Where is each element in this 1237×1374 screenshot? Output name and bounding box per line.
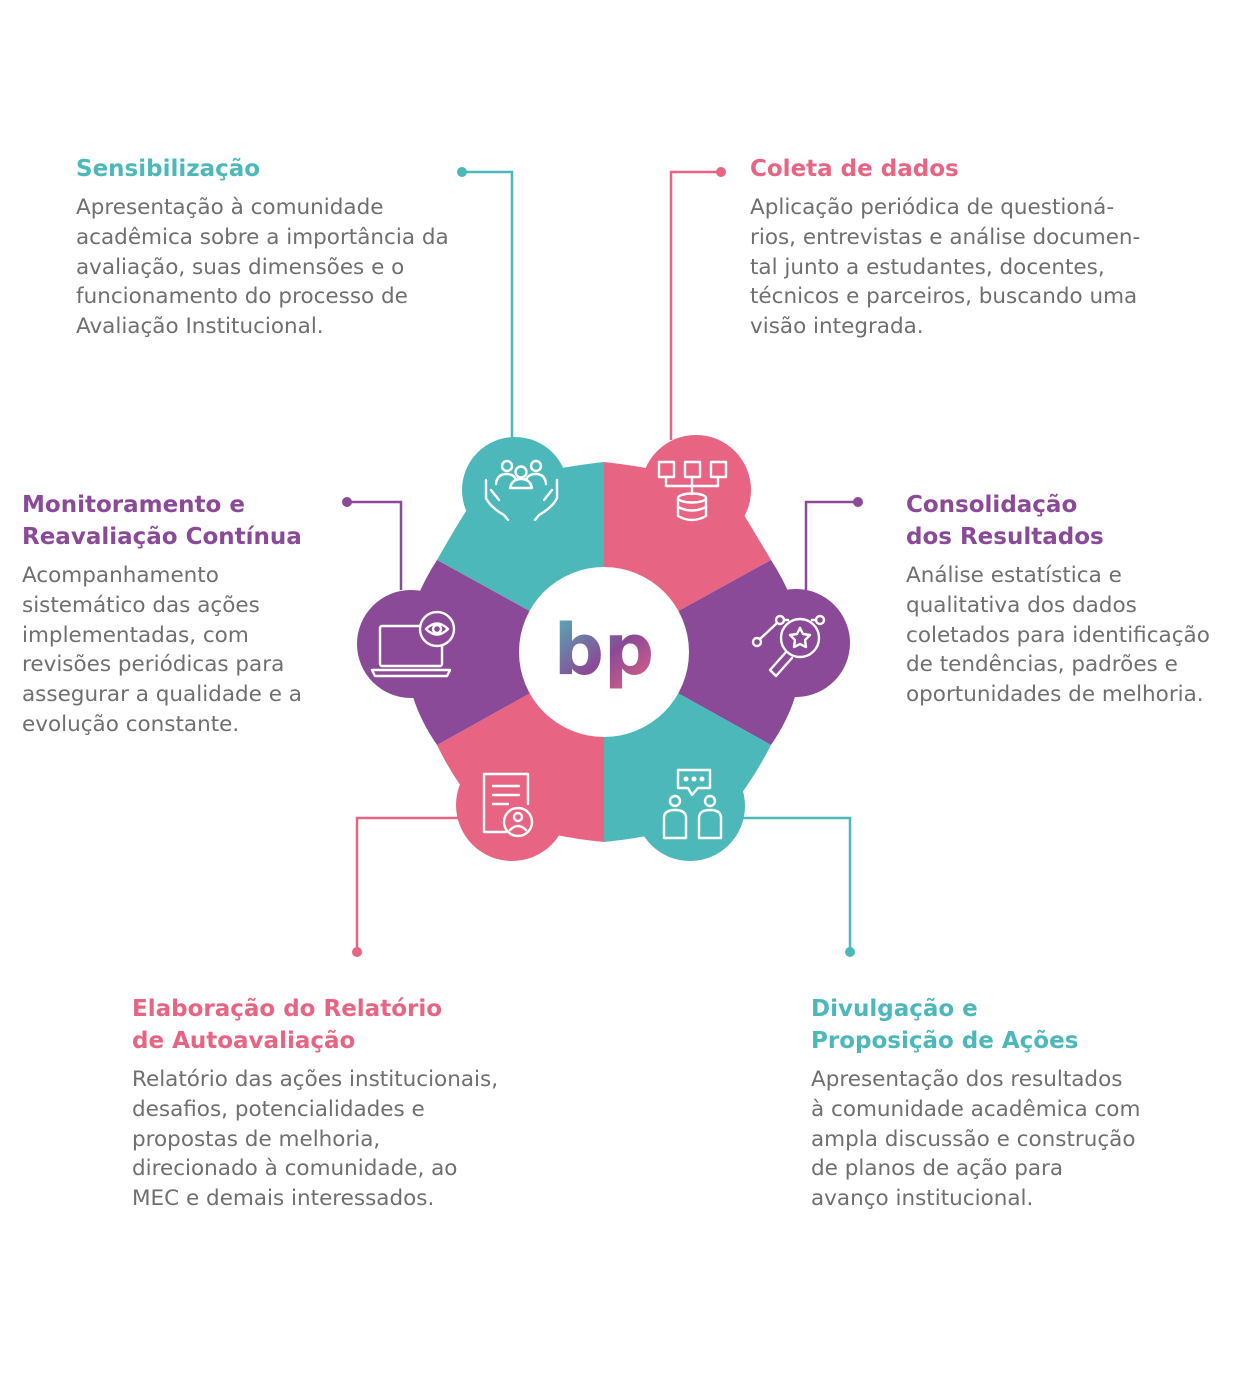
- dot-monitoramento: [342, 497, 352, 507]
- step-divulgacao: Divulgação e Proposição de Ações Apresen…: [811, 993, 1211, 1214]
- connector-dots: [342, 167, 863, 957]
- step-monitoramento: Monitoramento e Reavaliação Contínua Aco…: [22, 489, 342, 740]
- community-hands-icon: [484, 459, 559, 522]
- database-hierarchy-icon: [657, 460, 728, 522]
- step-coleta: Coleta de dados Aplicação periódica de q…: [750, 153, 1190, 342]
- step-title: Divulgação e Proposição de Ações: [811, 996, 1079, 1054]
- report-document-icon: [482, 772, 534, 838]
- step-description: Aplicação periódica de questioná- rios, …: [750, 195, 1141, 340]
- connector-divulgacao: [742, 816, 852, 952]
- petal-divulgacao: [635, 751, 745, 861]
- connector-elaboracao: [355, 816, 460, 952]
- petal-elaboracao: [456, 749, 568, 861]
- center-circle: [519, 567, 689, 737]
- step-title: Consolidação dos Resultados: [906, 492, 1104, 550]
- step-sensibilizacao: Sensibilização Apresentação à comunidade…: [76, 153, 476, 342]
- dot-elaboracao: [352, 947, 362, 957]
- dot-divulgacao: [845, 947, 855, 957]
- petal-monitoramento: [357, 590, 465, 698]
- connector-monitoramento: [347, 500, 403, 590]
- step-description: Apresentação dos resultados à comunidade…: [811, 1067, 1141, 1212]
- step-title: Sensibilização: [76, 156, 261, 182]
- magnifier-analytics-icon: [751, 614, 826, 678]
- connector-consolidacao: [804, 500, 858, 590]
- dot-coleta: [716, 167, 726, 177]
- step-consolidacao: Consolidação dos Resultados Análise esta…: [906, 489, 1226, 710]
- connector-lines: [347, 170, 858, 952]
- step-title: Coleta de dados: [750, 156, 959, 182]
- sector-consolidacao: [604, 560, 802, 745]
- dot-sensibilizacao: [457, 167, 467, 177]
- discussion-people-icon: [662, 768, 723, 840]
- step-elaboracao: Elaboração do Relatório de Autoavaliação…: [132, 993, 552, 1214]
- sector-monitoramento: [406, 560, 604, 745]
- petal-coleta: [641, 435, 751, 545]
- step-description: Apresentação à comunidade acadêmica sobr…: [76, 195, 449, 340]
- step-title: Monitoramento e Reavaliação Contínua: [22, 492, 302, 550]
- bp-logo-icon: bp: [554, 609, 654, 691]
- connector-coleta: [669, 170, 721, 440]
- step-description: Acompanhamento sistemático das ações imp…: [22, 563, 302, 737]
- step-title: Elaboração do Relatório de Autoavaliação: [132, 996, 443, 1054]
- petal-consolidacao: [742, 589, 850, 697]
- dot-consolidacao: [853, 497, 863, 507]
- step-description: Relatório das ações institucionais, desa…: [132, 1067, 499, 1212]
- laptop-eye-icon: [370, 610, 456, 678]
- step-description: Análise estatística e qualitativa dos da…: [906, 563, 1210, 708]
- connector-sensibilizacao: [462, 170, 514, 440]
